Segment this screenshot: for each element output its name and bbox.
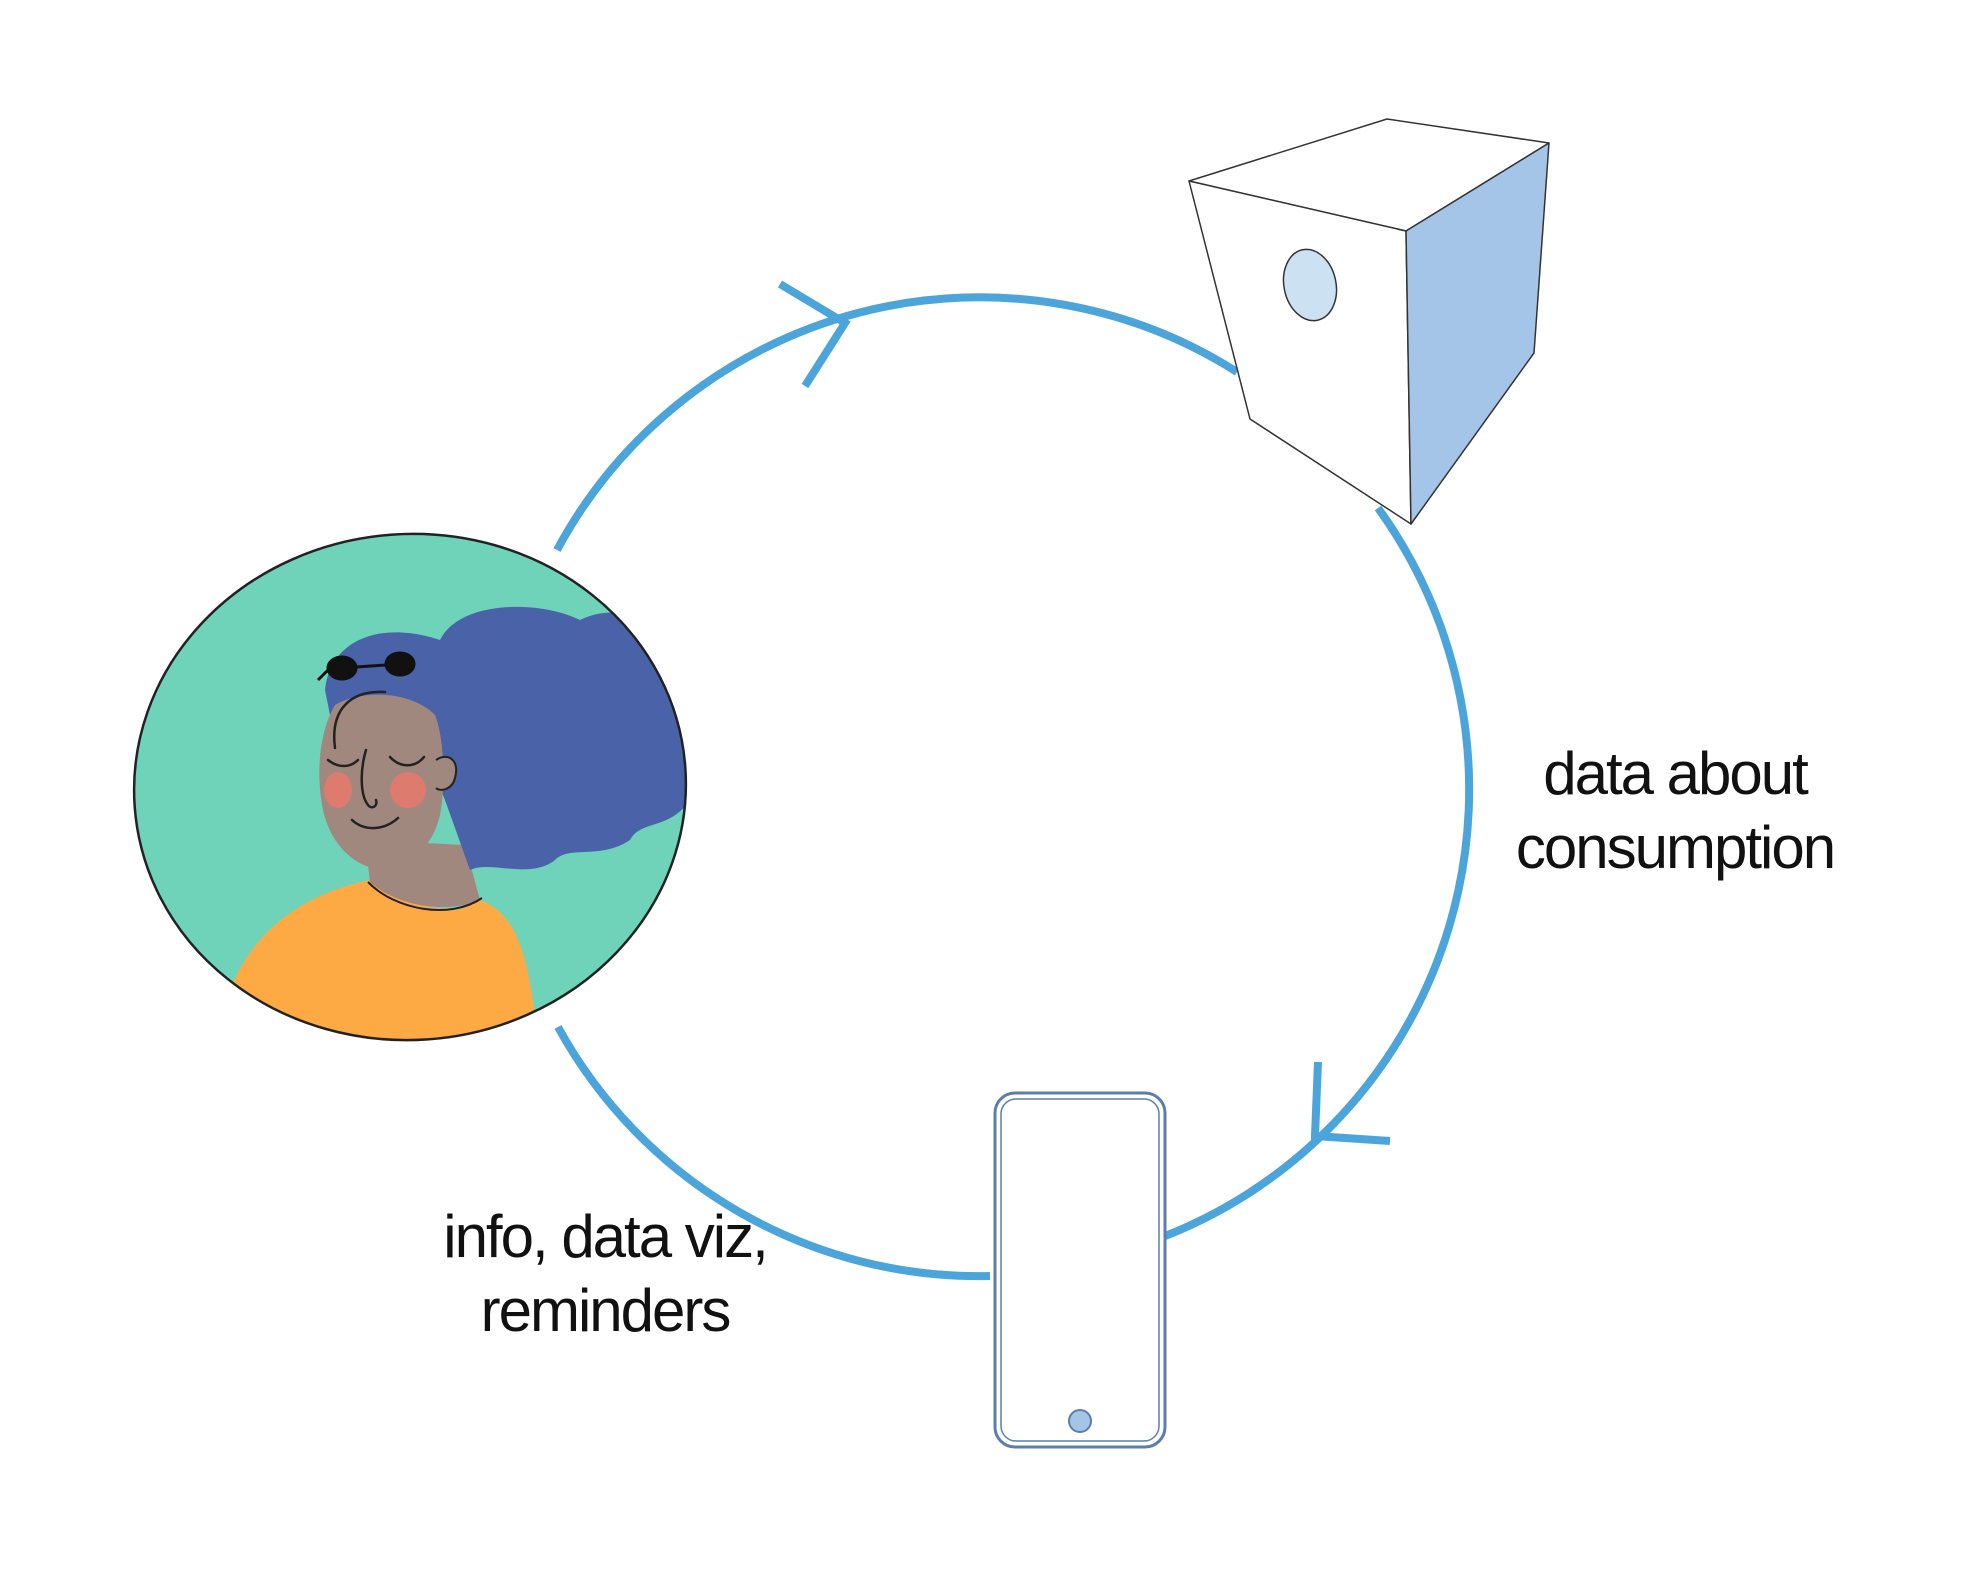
portrait-face-lines bbox=[326, 690, 426, 830]
phone-body-outer bbox=[993, 1091, 1167, 1449]
chevron-arrow-icon bbox=[1310, 1061, 1391, 1145]
portrait-face bbox=[319, 694, 444, 870]
portrait-hair bbox=[325, 606, 696, 870]
cycle-ring bbox=[553, 293, 1474, 1281]
portrait-collar-line bbox=[367, 881, 483, 911]
label-consumption-line1: data about bbox=[1543, 740, 1809, 807]
person-portrait-illustration bbox=[132, 532, 696, 1059]
phone-body-inner bbox=[1000, 1098, 1160, 1442]
cube-side-face bbox=[1405, 142, 1550, 525]
chevron-arrow-icon bbox=[777, 280, 851, 389]
phone-home-button-icon bbox=[1068, 1409, 1092, 1433]
portrait-blush-left bbox=[324, 772, 352, 808]
cube-front-face bbox=[1188, 180, 1412, 525]
label-info-data-viz-reminders: info, data viz, reminders bbox=[395, 1200, 815, 1348]
label-info-line2: reminders bbox=[480, 1277, 732, 1344]
cube-lens-icon bbox=[1282, 248, 1338, 322]
label-info-line1: info, data viz, bbox=[443, 1203, 769, 1270]
label-data-about-consumption: data about consumption bbox=[1465, 737, 1885, 885]
cycle-arc-right bbox=[1158, 505, 1474, 1242]
portrait-frame bbox=[132, 532, 688, 1042]
cycle-arc-top bbox=[553, 293, 1240, 552]
smartphone-icon bbox=[993, 1091, 1167, 1449]
sensor-cube-icon bbox=[1188, 118, 1550, 525]
label-consumption-line2: consumption bbox=[1515, 814, 1836, 881]
portrait-ear bbox=[435, 755, 458, 791]
sunglasses-icon bbox=[316, 651, 416, 682]
arrow-top-icon bbox=[777, 280, 851, 389]
portrait-blush-right bbox=[390, 772, 426, 808]
arrow-right-icon bbox=[1310, 1061, 1391, 1145]
cycle-arc-bottom bbox=[554, 1025, 991, 1281]
